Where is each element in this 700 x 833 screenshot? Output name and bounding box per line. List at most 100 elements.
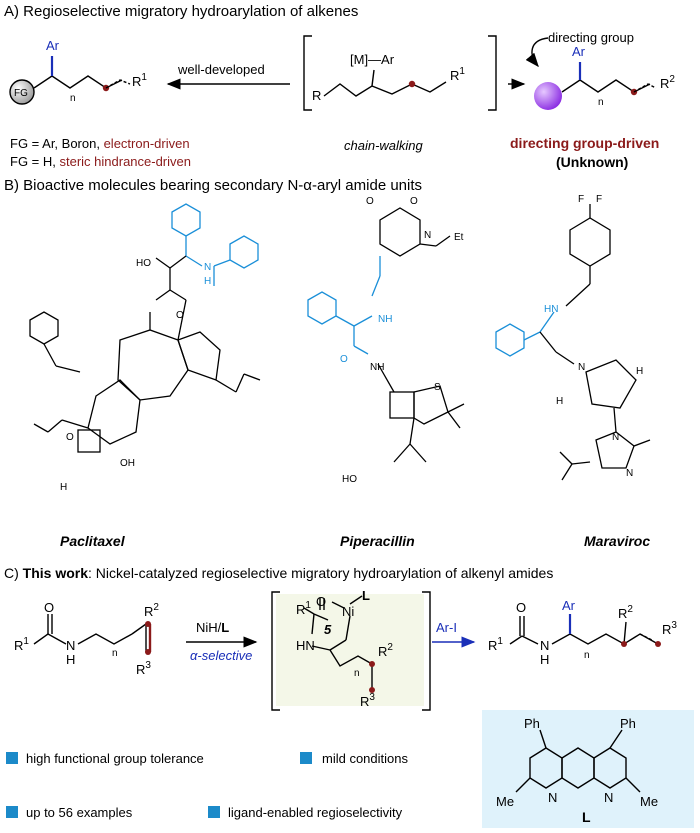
- inter-n-sub: n: [354, 668, 360, 679]
- center-intermediate: [303, 35, 497, 111]
- piperacillin-o3: O: [340, 354, 348, 365]
- bullet-2: [300, 752, 312, 764]
- ligand-ph-1: Ph: [524, 716, 540, 731]
- substrate-dot-2: [145, 649, 151, 655]
- product-structure: [509, 614, 659, 645]
- substrate-o-label: O: [44, 600, 54, 615]
- piperacillin-o1: O: [366, 196, 374, 207]
- section-b-title: B) Bioactive molecules bearing secondary…: [4, 177, 422, 194]
- well-developed-label: well-developed: [177, 62, 265, 77]
- piperacillin-et: Et: [454, 232, 464, 243]
- ligand-me-1: Me: [496, 794, 514, 809]
- maraviroc-f1: F: [578, 194, 584, 205]
- center-r1-label: R1: [450, 66, 465, 83]
- paclitaxel-h: H: [204, 276, 211, 287]
- intermediate-brackets: [271, 591, 431, 711]
- section-c-title: C) This work: Nickel-catalyzed regiosele…: [4, 565, 553, 581]
- section-c: C) This work: Nickel-catalyzed regiosele…: [4, 565, 694, 828]
- maraviroc-h2: H: [556, 396, 563, 407]
- substrate-h: H: [66, 652, 75, 667]
- paclitaxel-oh: OH: [120, 458, 135, 469]
- left-n-label: n: [70, 93, 76, 104]
- section-a: A) Regioselective migratory hydroarylati…: [4, 3, 675, 170]
- right-product: [534, 62, 657, 110]
- piperacillin-nh1: NH: [378, 314, 392, 325]
- fg-line-2: FG = H, steric hindrance-driven: [10, 154, 191, 169]
- left-ar-label: Ar: [46, 38, 60, 53]
- inter-r1: R1: [296, 600, 311, 617]
- product-dot-2: [655, 641, 661, 647]
- product-n-sub: n: [584, 650, 590, 661]
- dg-driven-label: directing group-driven: [510, 135, 659, 151]
- nickelacycle: [303, 595, 373, 690]
- bullet-1: [6, 752, 18, 764]
- feature-3: up to 56 examples: [26, 805, 133, 820]
- substrate-r3: R3: [136, 660, 151, 677]
- left-r1-label: R1: [132, 72, 147, 89]
- substrate-r2: R2: [144, 602, 159, 619]
- piperacillin-n: N: [424, 230, 431, 241]
- substrate-n-sub: n: [112, 648, 118, 659]
- bullet-4: [208, 806, 220, 818]
- paclitaxel-structure: [29, 203, 261, 453]
- inter-r2: R2: [378, 642, 393, 659]
- ligand-box: [482, 710, 694, 828]
- piperacillin-structure: [307, 207, 465, 463]
- dg-curved-arrow: [525, 37, 549, 68]
- maraviroc-n3: N: [626, 468, 633, 479]
- paclitaxel-ho: HO: [136, 258, 151, 269]
- piperacillin-label: Piperacillin: [340, 533, 415, 549]
- ligand-structure: [515, 729, 641, 793]
- m-ar-label: [M]—Ar: [350, 52, 395, 67]
- inter-r3: R3: [360, 692, 375, 709]
- ligand-n-2: N: [604, 790, 613, 805]
- center-r-label: R: [312, 88, 321, 103]
- substrate-n: N: [66, 638, 75, 653]
- paclitaxel-o2: O: [66, 432, 74, 443]
- maraviroc-label: Maraviroc: [584, 533, 650, 549]
- inter-hn: HN: [296, 638, 315, 653]
- maraviroc-f2: F: [596, 194, 602, 205]
- maraviroc-h1: H: [636, 366, 643, 377]
- inter-L: L: [362, 588, 370, 603]
- fg-line-1: FG = Ar, Boron, electron-driven: [10, 136, 190, 151]
- unknown-label: (Unknown): [556, 154, 628, 170]
- feature-1: high functional group tolerance: [26, 751, 204, 766]
- bullet-3: [6, 806, 18, 818]
- feature-4: ligand-enabled regioselectivity: [228, 805, 403, 820]
- section-a-title: A) Regioselective migratory hydroarylati…: [4, 3, 358, 20]
- product-h: H: [540, 652, 549, 667]
- paclitaxel-h2: H: [60, 482, 67, 493]
- substrate-structure: [33, 614, 152, 652]
- product-r2: R2: [618, 604, 633, 621]
- maraviroc-structure: [495, 204, 651, 481]
- inter-dot-1: [369, 661, 375, 667]
- dg-sphere: [534, 82, 562, 110]
- inter-o: O: [316, 594, 326, 609]
- substrate-dot-1: [145, 621, 151, 627]
- product-r1: R1: [488, 636, 503, 653]
- directing-group-label: directing group: [548, 30, 634, 45]
- maraviroc-hn: HN: [544, 304, 558, 315]
- alpha-selective-label: α-selective: [190, 648, 252, 663]
- ligand-me-2: Me: [640, 794, 658, 809]
- paclitaxel-o1: O: [176, 310, 184, 321]
- ligand-ph-2: Ph: [620, 716, 636, 731]
- product-o: O: [516, 600, 526, 615]
- nih-label: NiH/L: [196, 620, 229, 635]
- fg-sphere: [9, 79, 35, 105]
- left-fg-label: FG: [14, 88, 28, 99]
- left-product: [9, 56, 131, 105]
- inter-ni: Ni: [342, 604, 354, 619]
- substrate-r1: R1: [14, 636, 29, 653]
- maraviroc-n1: N: [578, 362, 585, 373]
- chain-walking-label: chain-walking: [344, 138, 424, 153]
- product-n: N: [540, 638, 549, 653]
- inter-dot-2: [369, 687, 375, 693]
- right-r2-label: R2: [660, 74, 675, 91]
- piperacillin-nh2: NH: [370, 362, 384, 373]
- inter-ring-size: 5: [324, 622, 332, 637]
- piperacillin-s: S: [434, 382, 441, 393]
- intermediate-panel: [276, 594, 424, 706]
